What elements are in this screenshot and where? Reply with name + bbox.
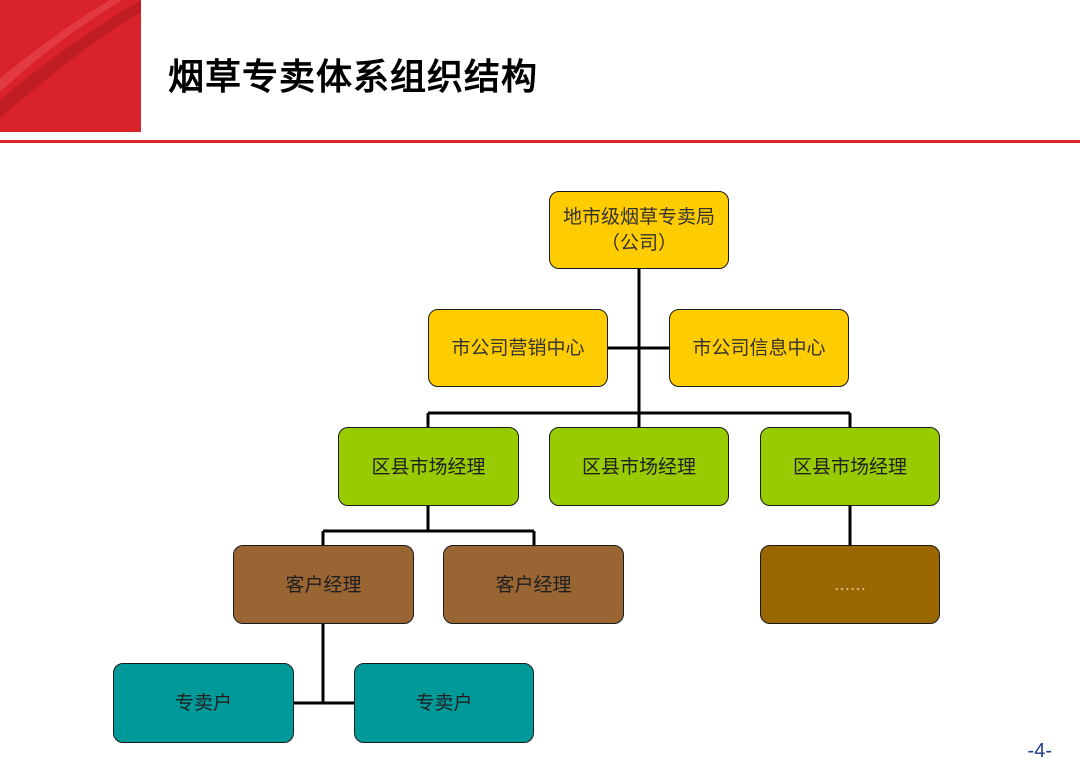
node-retailer-1: 专卖户 [113, 663, 294, 743]
node-district-manager-1: 区县市场经理 [338, 427, 519, 506]
node-district-manager-3: 区县市场经理 [760, 427, 940, 506]
node-district-manager-2: 区县市场经理 [549, 427, 729, 506]
title-divider [0, 140, 1080, 143]
node-retailer-2: 专卖户 [354, 663, 534, 743]
node-customer-manager-2: 客户经理 [443, 545, 624, 624]
node-city-bureau: 地市级烟草专卖局 （公司） [549, 191, 729, 269]
page-number: -4- [1027, 740, 1052, 762]
node-customer-manager-1: 客户经理 [233, 545, 414, 624]
node-more-placeholder: …… [760, 545, 940, 624]
node-marketing-center: 市公司营销中心 [428, 309, 608, 387]
node-information-center: 市公司信息中心 [669, 309, 849, 387]
slide-title: 烟草专卖体系组织结构 [168, 57, 539, 98]
brand-corner-graphic [0, 0, 141, 132]
